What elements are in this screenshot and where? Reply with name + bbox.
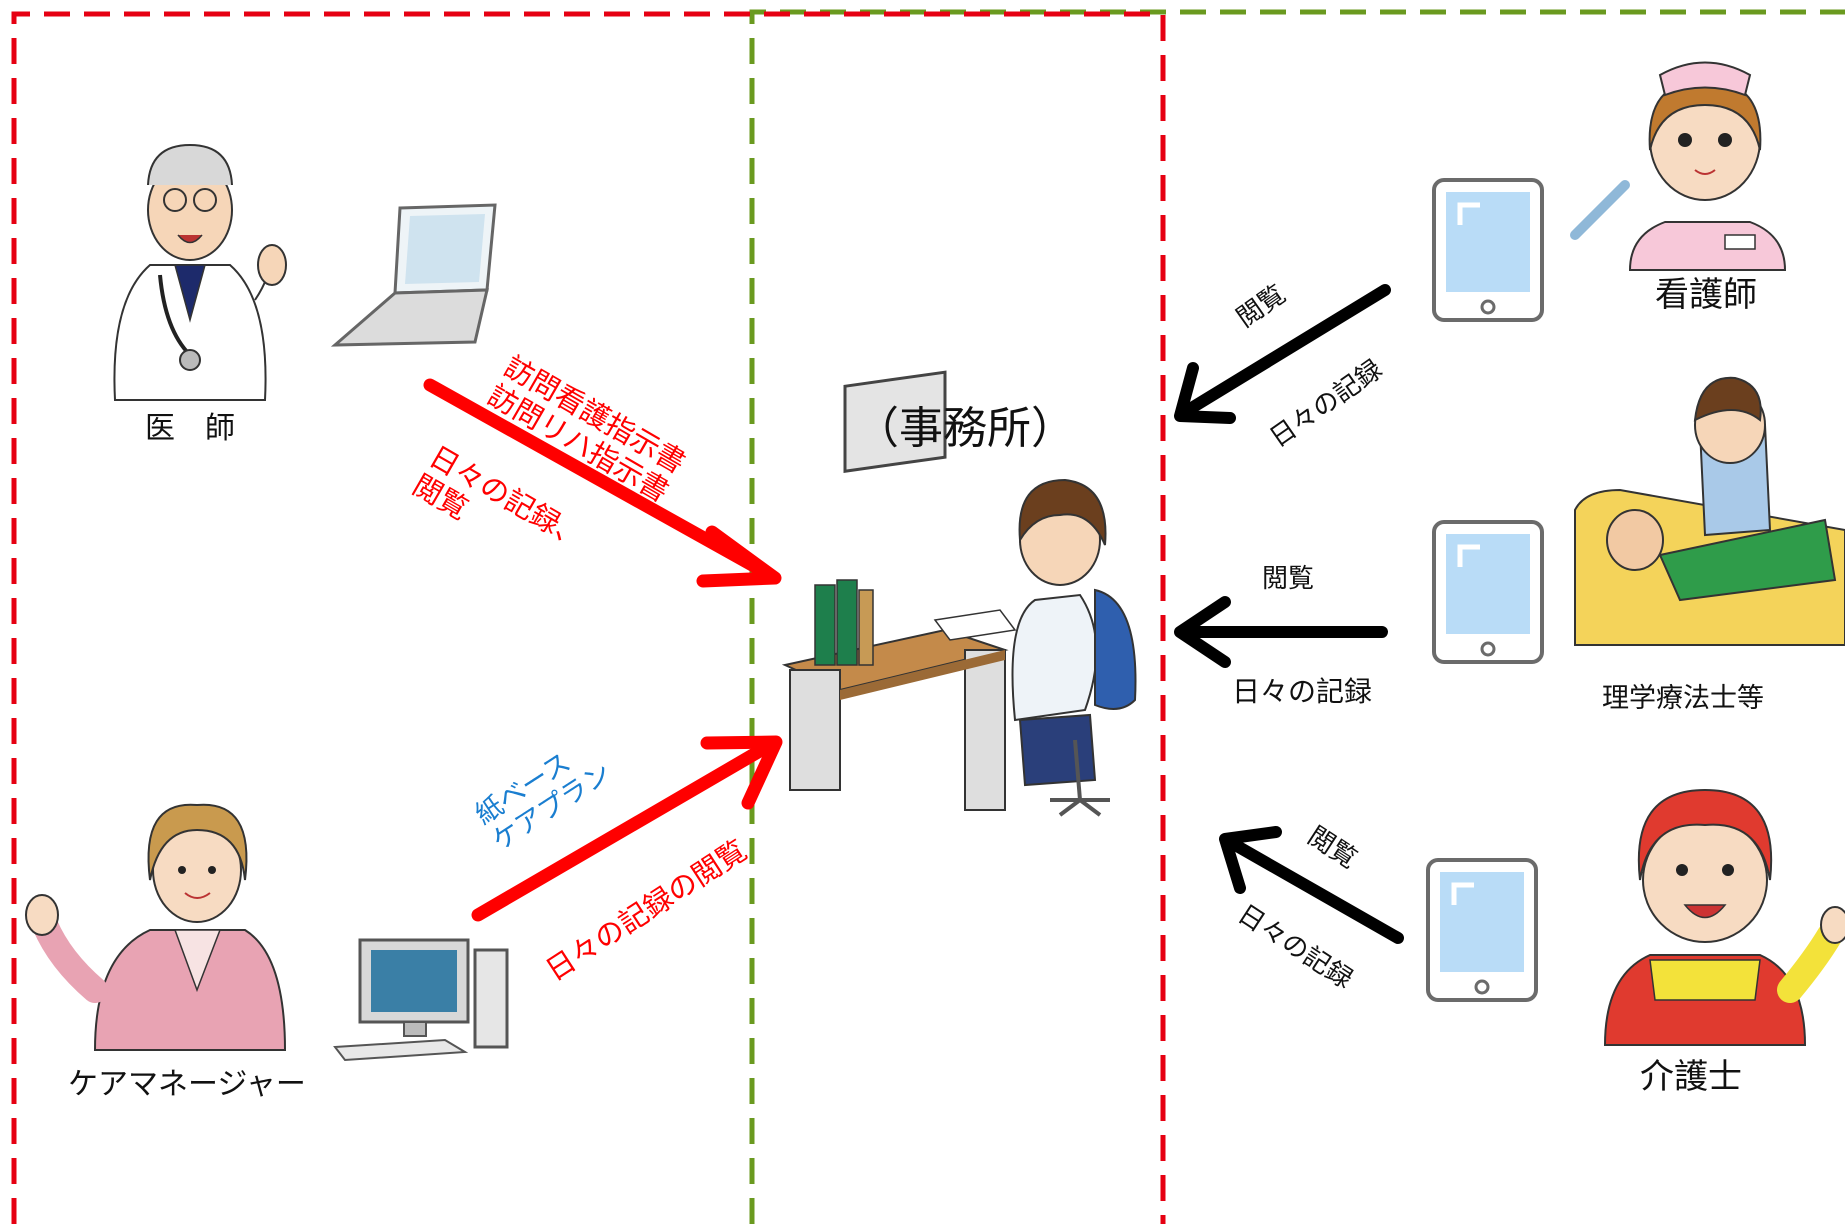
green-zone-border xyxy=(749,9,1845,1224)
physical-therapist-illustration xyxy=(1574,376,1845,646)
tablet-icon xyxy=(1432,178,1544,322)
therapist-label: 理学療法士等 xyxy=(1602,683,1764,714)
tablet-icon xyxy=(1426,858,1538,1002)
caregiver-to-office-arrow xyxy=(1219,826,1404,944)
nurse-label: 看護師 xyxy=(1655,275,1757,315)
office-label: （事務所） xyxy=(855,403,1075,454)
nurse-illustration xyxy=(1570,61,1787,271)
tablet-icon xyxy=(1432,520,1544,664)
care-manager-illustration xyxy=(25,803,287,1051)
care-manager-to-office-arrow xyxy=(471,735,783,922)
desktop-computer-icon xyxy=(333,938,509,1062)
nurse-to-office-arrow xyxy=(1174,284,1391,424)
therapist-to-office-arrow xyxy=(1174,596,1388,668)
doctor-label: 医 師 xyxy=(145,411,235,446)
doctor-illustration xyxy=(113,143,287,401)
caregiver-label: 介護士 xyxy=(1640,1057,1742,1097)
caregiver-illustration xyxy=(1603,788,1845,1046)
office-worker-at-desk-illustration xyxy=(781,370,1137,817)
laptop-icon xyxy=(330,203,497,347)
doctor-to-office-arrow xyxy=(423,378,782,588)
therapist-view-label: 閲覧 xyxy=(1262,564,1315,594)
care-manager-label: ケアマネージャー xyxy=(68,1067,306,1102)
therapist-record-label: 日々の記録 xyxy=(1232,675,1373,708)
red-zone-border xyxy=(11,11,1166,1224)
